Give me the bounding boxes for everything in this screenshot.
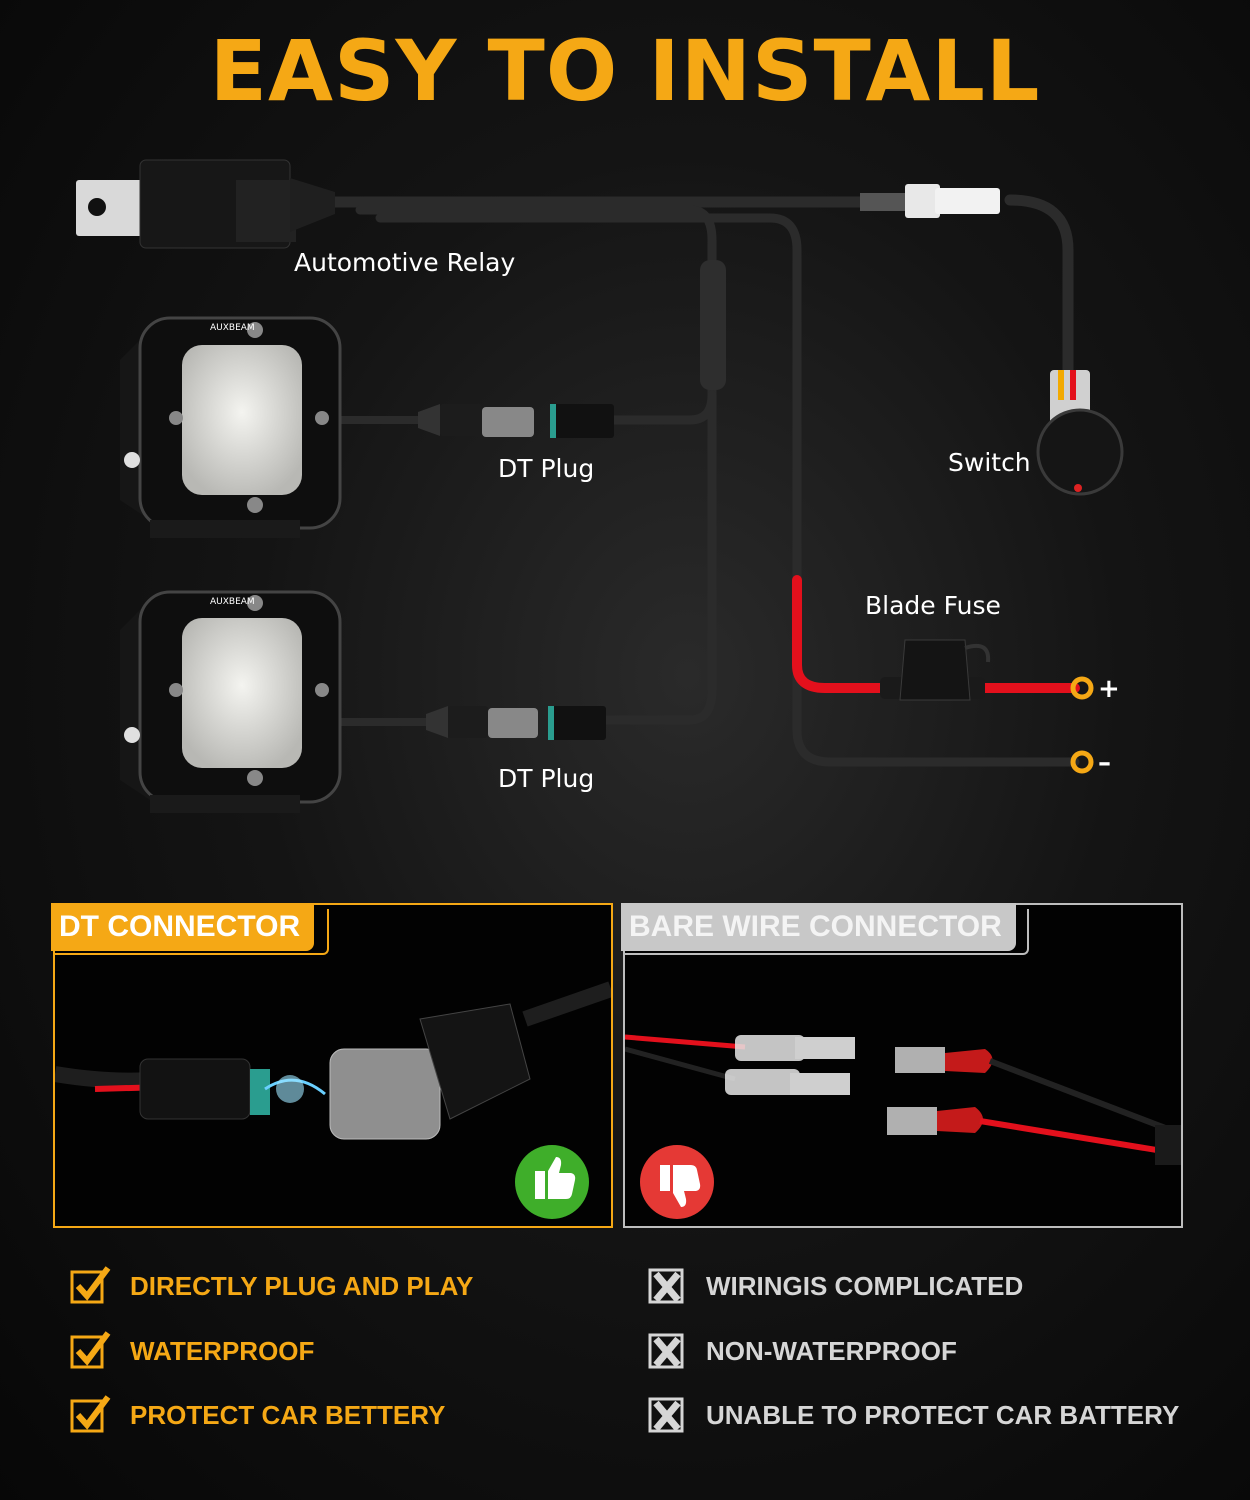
panel-tag-outline — [55, 909, 329, 955]
switch-icon — [1036, 370, 1124, 496]
positive-wire — [792, 575, 1080, 693]
bare-wire-panel: BARE WIRE CONNECTOR — [621, 903, 1183, 1228]
negative-terminal-icon — [1070, 750, 1094, 774]
switch-label: Switch — [948, 448, 1031, 477]
cross-icon — [648, 1397, 684, 1433]
feature-good-text: DIRECTLY PLUG AND PLAY — [130, 1270, 474, 1301]
feature-bad-3: UNABLE TO PROTECT CAR BATTERY — [648, 1397, 1179, 1433]
dt-plug-bottom-label: DT Plug — [498, 764, 595, 793]
cross-icon — [648, 1333, 684, 1369]
dt-plug-top-icon — [418, 404, 614, 438]
cross-icon — [648, 1268, 684, 1304]
bare-wire-title: BARE WIRE CONNECTOR — [621, 903, 1016, 951]
wiring-diagram: + – AUXBEAM — [76, 159, 1124, 813]
page-title: EASY TO INSTALL — [209, 22, 1041, 120]
inline-connector-icon — [860, 184, 1000, 218]
feature-good-1: DIRECTLY PLUG AND PLAY — [70, 1266, 473, 1306]
feature-good-3: PROTECT CAR BETTERY — [70, 1395, 445, 1435]
relay-label: Automotive Relay — [294, 248, 516, 277]
feature-good-2: WATERPROOF — [70, 1331, 314, 1371]
check-icon — [70, 1395, 111, 1433]
check-icon — [70, 1266, 111, 1304]
feature-bad-1: WIRINGIS COMPLICATED — [648, 1268, 1023, 1304]
dt-connector-panel: DT CONNECTOR — [51, 903, 613, 1228]
feature-bad-text: WIRINGIS COMPLICATED — [706, 1270, 1024, 1301]
blade-fuse-label: Blade Fuse — [865, 591, 1001, 620]
dt-connector-illustration — [55, 981, 611, 1219]
brand-label-bottom: AUXBEAM — [210, 597, 255, 607]
blade-fuse-icon — [880, 639, 991, 701]
dt-plug-bottom-icon — [426, 706, 606, 740]
harness-wires — [324, 194, 1080, 767]
negative-symbol: – — [1098, 748, 1111, 778]
panel-tag-outline — [625, 909, 1029, 955]
feature-bad-text: NON-WATERPROOF — [706, 1335, 957, 1366]
dt-connector-title: DT CONNECTOR — [51, 903, 315, 951]
bare-wire-illustration — [625, 1034, 1181, 1219]
positive-symbol: + — [1098, 674, 1120, 704]
positive-terminal-icon — [1070, 676, 1094, 700]
brand-label-top: AUXBEAM — [210, 323, 255, 333]
relay-icon — [76, 159, 335, 249]
feature-good-text: WATERPROOF — [130, 1335, 315, 1366]
feature-bad-2: NON-WATERPROOF — [648, 1333, 957, 1369]
feature-good-text: PROTECT CAR BETTERY — [130, 1399, 446, 1430]
feature-bad-text: UNABLE TO PROTECT CAR BATTERY — [706, 1399, 1180, 1430]
dt-plug-top-label: DT Plug — [498, 454, 595, 483]
light-pod-bottom-icon: AUXBEAM — [120, 590, 342, 813]
light-pod-top-icon: AUXBEAM — [120, 316, 342, 538]
check-icon — [70, 1331, 111, 1369]
